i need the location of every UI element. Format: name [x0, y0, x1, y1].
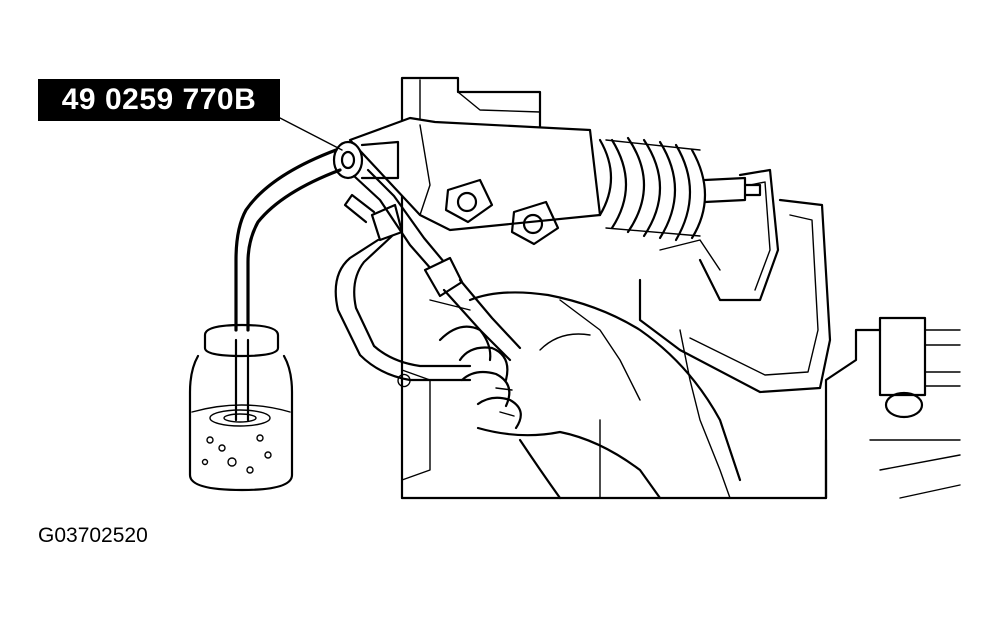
figure-code: G03702520 — [38, 524, 148, 547]
transmission-housing — [397, 76, 882, 500]
tool-number-text: 49 0259 770B — [61, 83, 257, 116]
clutch-release-cylinder — [348, 116, 762, 246]
leader-line — [279, 117, 343, 151]
frame-member — [869, 316, 961, 499]
vinyl-tube — [234, 148, 342, 422]
fluid-bottle — [188, 323, 294, 492]
release-fork-window — [638, 168, 832, 394]
special-service-tool-wrench — [352, 168, 522, 362]
technician-hand — [438, 291, 742, 500]
tool-number-label: 49 0259 770B — [38, 79, 280, 121]
